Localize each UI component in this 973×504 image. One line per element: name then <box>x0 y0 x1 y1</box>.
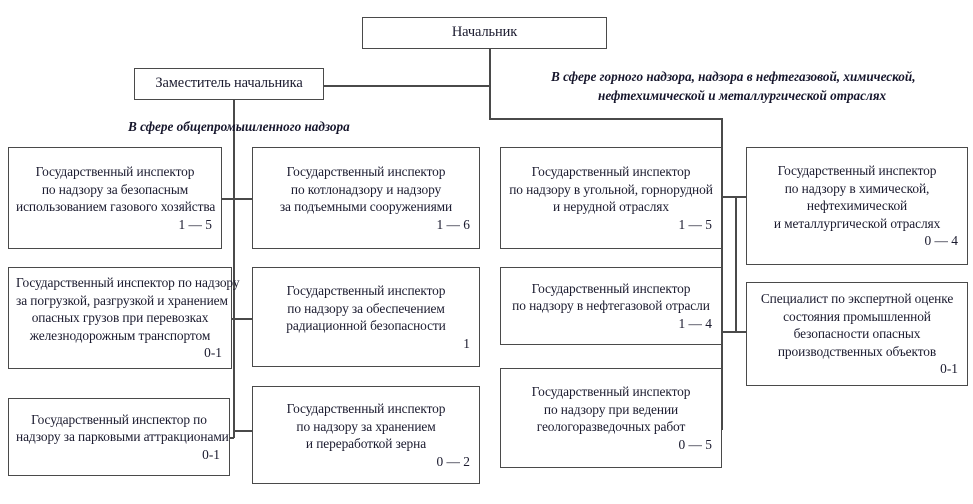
box-geological-exploration-supervision-code: 0 — 5 <box>678 436 712 452</box>
box-grain-storage-supervision-line-3: и переработкой зерна <box>305 436 427 451</box>
box-oil-gas-supervision-lines: Государственный инспектор по надзору в не… <box>508 280 714 315</box>
box-chief-label: Начальник <box>451 24 518 41</box>
connector-stub-col4-1 <box>721 196 747 198</box>
box-coal-mining-supervision[interactable]: Государственный инспектор по надзору в уг… <box>500 147 722 249</box>
box-park-attractions-supervision-line-2: надзору за парковыми аттракционами <box>16 429 229 445</box>
box-coal-mining-supervision-line-1: Государственный инспектор <box>531 164 691 179</box>
box-geological-exploration-supervision-lines: Государственный инспектор по надзору при … <box>508 383 714 436</box>
box-dangerous-goods-rail-supervision-code: 0-1 <box>204 345 222 361</box>
branch-label-right-line1: В сфере горного надзора, надзора в нефте… <box>551 69 916 84</box>
connector-stub-mid-2 <box>233 318 253 320</box>
box-gas-supervision-line-1: Государственный инспектор <box>35 164 195 179</box>
box-grain-storage-supervision-code: 0 — 2 <box>436 453 470 469</box>
box-grain-storage-supervision-line-2: по надзору за хранением <box>296 418 436 434</box>
box-park-attractions-supervision-lines: Государственный инспектор по надзору за п… <box>16 411 229 446</box>
box-radiation-safety-supervision-code: 1 <box>463 335 470 351</box>
box-dangerous-goods-rail-supervision-line-3: опасных грузов при перевозках <box>31 310 209 326</box>
box-dangerous-goods-rail-supervision-line-1: Государственный инспектор по надзору <box>16 275 240 291</box>
box-park-attractions-supervision[interactable]: Государственный инспектор по надзору за п… <box>8 398 230 476</box>
box-chemical-metallurgy-supervision-line-1: Государственный инспектор <box>777 163 937 179</box>
connector-right-branch-horizontal <box>489 118 722 120</box>
connector-chief-vertical <box>489 49 491 119</box>
box-grain-storage-supervision-line-1: Государственный инспектор <box>286 401 446 416</box>
box-boiler-lifting-supervision-code: 1 — 6 <box>436 216 470 232</box>
connector-left-trunk <box>233 145 235 438</box>
box-chief-lines: Начальник <box>370 24 599 42</box>
box-radiation-safety-supervision-line-1: Государственный инспектор <box>286 283 446 298</box>
box-chemical-metallurgy-supervision-line-2: по надзору в химической, <box>784 180 930 196</box>
box-oil-gas-supervision-line-1: Государственный инспектор <box>531 280 691 296</box>
box-gas-supervision-code: 1 — 5 <box>178 216 212 232</box>
connector-deputy-vertical <box>233 97 235 145</box>
box-expert-assessment-specialist-code: 0-1 <box>940 361 958 377</box>
box-park-attractions-supervision-code: 0-1 <box>202 446 220 462</box>
connector-right-trunk-outer <box>735 196 737 332</box>
box-deputy[interactable]: Заместитель начальника <box>134 68 324 100</box>
connector-stub-left-1 <box>216 198 234 200</box>
box-chemical-metallurgy-supervision-line-3: нефтехимической <box>806 198 908 214</box>
branch-label-left: В сфере общепромышленного надзора <box>128 119 350 134</box>
box-geological-exploration-supervision-line-3: геологоразведочных работ <box>536 419 686 434</box>
box-chemical-metallurgy-supervision-code: 0 — 4 <box>924 233 958 249</box>
box-park-attractions-supervision-line-1: Государственный инспектор по <box>31 411 207 427</box>
box-gas-supervision-line-2: по надзору за безопасным <box>41 181 189 197</box>
branch-label-right-line2: нефтехимической и металлургической отрас… <box>598 88 887 103</box>
box-boiler-lifting-supervision-lines: Государственный инспектор по котлонадзору… <box>260 163 472 216</box>
box-coal-mining-supervision-line-2: по надзору в угольной, горнорудной <box>509 181 713 197</box>
box-deputy-lines: Заместитель начальника <box>142 75 316 93</box>
box-grain-storage-supervision-lines: Государственный инспектор по надзору за х… <box>260 400 472 453</box>
box-radiation-safety-supervision-lines: Государственный инспектор по надзору за о… <box>260 282 472 335</box>
box-expert-assessment-specialist-line-1: Специалист по экспертной оценке <box>760 291 954 307</box>
box-deputy-label: Заместитель начальника <box>155 75 303 92</box>
box-dangerous-goods-rail-supervision-line-4: железнодорожным транспортом <box>29 327 211 343</box>
box-radiation-safety-supervision[interactable]: Государственный инспектор по надзору за о… <box>252 267 480 367</box>
connector-deputy-horizontal <box>324 85 490 87</box>
box-boiler-lifting-supervision-line-3: за подъемными сооружениями <box>279 199 453 214</box>
box-boiler-lifting-supervision[interactable]: Государственный инспектор по котлонадзору… <box>252 147 480 249</box>
box-radiation-safety-supervision-line-2: по надзору за обеспечением <box>287 300 445 316</box>
box-expert-assessment-specialist-line-2: состояния промышленной <box>783 308 931 324</box>
box-gas-supervision-lines: Государственный инспектор по надзору за б… <box>16 163 216 216</box>
box-dangerous-goods-rail-supervision-line-2: за погрузкой, разгрузкой и хранением <box>16 292 228 308</box>
box-coal-mining-supervision-lines: Государственный инспектор по надзору в уг… <box>508 163 714 216</box>
box-geological-exploration-supervision-line-2: по надзору при ведении <box>543 401 679 417</box>
box-coal-mining-supervision-line-3: и нерудной отраслях <box>553 199 669 214</box>
box-radiation-safety-supervision-line-3: радиационной безопасности <box>286 318 446 333</box>
box-chief[interactable]: Начальник <box>362 17 607 49</box>
box-grain-storage-supervision[interactable]: Государственный инспектор по надзору за х… <box>252 386 480 484</box>
box-boiler-lifting-supervision-line-1: Государственный инспектор <box>286 164 446 179</box>
connector-stub-mid-3 <box>233 430 253 432</box>
box-oil-gas-supervision-line-2: по надзору в нефтегазовой отрасли <box>512 298 710 314</box>
box-gas-supervision[interactable]: Государственный инспектор по надзору за б… <box>8 147 222 249</box>
box-geological-exploration-supervision-line-1: Государственный инспектор <box>531 384 691 399</box>
box-oil-gas-supervision[interactable]: Государственный инспектор по надзору в не… <box>500 267 722 345</box>
box-oil-gas-supervision-code: 1 — 4 <box>678 315 712 331</box>
connector-stub-col4-2 <box>721 331 747 333</box>
box-geological-exploration-supervision[interactable]: Государственный инспектор по надзору при … <box>500 368 722 468</box>
box-boiler-lifting-supervision-line-2: по котлонадзору и надзору <box>290 181 442 197</box>
box-expert-assessment-specialist-line-4: производственных объектов <box>777 343 937 359</box>
box-expert-assessment-specialist-line-3: безопасности опасных <box>793 326 921 342</box>
box-gas-supervision-line-3: использованием газового хозяйства <box>16 199 216 214</box>
box-coal-mining-supervision-code: 1 — 5 <box>678 216 712 232</box>
connector-stub-mid-1 <box>233 198 253 200</box>
box-chemical-metallurgy-supervision-line-4: и металлургической отраслях <box>773 215 941 231</box>
